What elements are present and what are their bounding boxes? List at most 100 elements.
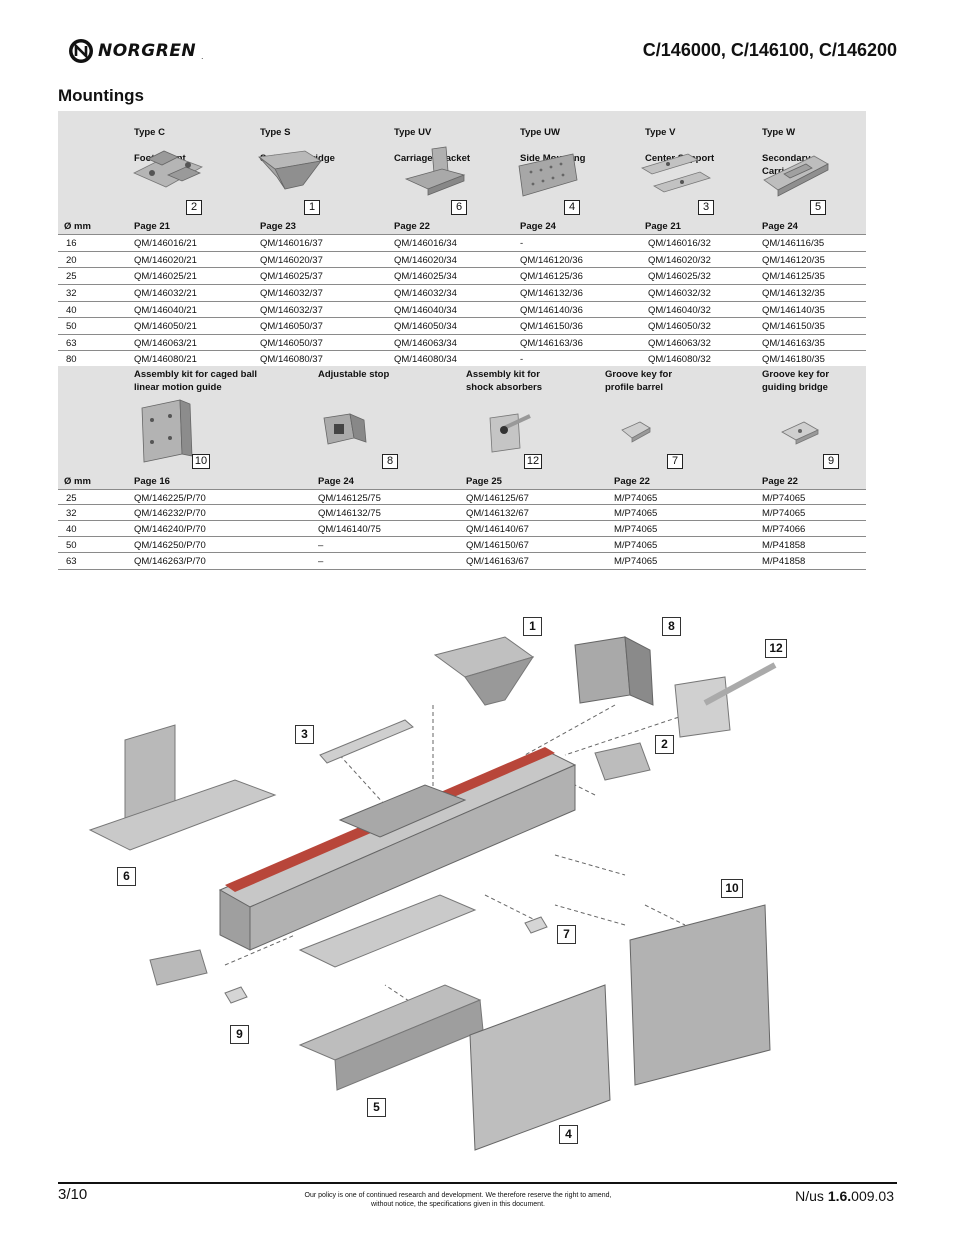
dim-cell: 63 (66, 338, 77, 349)
dim-cell: 40 (66, 524, 77, 535)
part-number: QM/146132/35 (762, 288, 825, 299)
part-number: QM/146050/37 (260, 321, 323, 332)
part-number: QM/146180/35 (762, 354, 825, 365)
callout-1: 1 (523, 617, 542, 636)
callout-12: 12 (765, 639, 787, 658)
col-type: Type UW (520, 127, 560, 138)
part-number: QM/146250/P/70 (134, 540, 206, 551)
dim-cell: 20 (66, 255, 77, 266)
dim-cell: 63 (66, 556, 77, 567)
part-number: QM/146063/21 (134, 338, 197, 349)
part-number: QM/146132/36 (520, 288, 583, 299)
part-number: QM/146080/37 (260, 354, 323, 365)
ref-badge: 12 (524, 454, 542, 469)
table-row: 20 QM/146020/21 QM/146020/37 QM/146020/3… (58, 251, 866, 268)
part-number: QM/146240/P/70 (134, 524, 206, 535)
dim-cell: 25 (66, 493, 77, 504)
col-type: Type UV (394, 127, 432, 138)
dim-label: Ø mm (64, 476, 91, 487)
dim-cell: 25 (66, 271, 77, 282)
ref-badge: 6 (451, 200, 467, 215)
dim-cell: 32 (66, 288, 77, 299)
swinging-bridge-thumbnail (257, 150, 323, 190)
part-number: QM/146140/75 (318, 524, 381, 535)
table-row: 40 QM/146040/21 QM/146032/37 QM/146040/3… (58, 301, 866, 318)
part-number: QM/146132/75 (318, 508, 381, 519)
part-number: QM/146040/21 (134, 305, 197, 316)
part-number: QM/146025/32 (648, 271, 711, 282)
part-number: M/P74065 (614, 493, 658, 504)
part-number: QM/146120/36 (520, 255, 583, 266)
page-ref: Page 22 (762, 476, 798, 487)
callout-2: 2 (655, 735, 674, 754)
part-number: QM/146016/34 (394, 238, 457, 249)
exploded-assembly-illustration: 1 8 12 3 2 6 10 7 9 5 4 (85, 605, 787, 1165)
part-number: QM/146163/67 (466, 556, 529, 567)
part-number: QM/146125/35 (762, 271, 825, 282)
table-row: 32 QM/146232/P/70 QM/146132/75 QM/146132… (58, 504, 866, 520)
brand-suffix: . (201, 51, 204, 61)
doc-ref-bold: 1.6. (827, 1188, 852, 1204)
footer-divider (58, 1182, 897, 1184)
part-number: QM/146120/35 (762, 255, 825, 266)
ref-badge: 7 (667, 454, 683, 469)
part-number: QM/146020/32 (648, 255, 711, 266)
caged-ball-kit-thumbnail (141, 399, 193, 463)
part-number: - (520, 238, 524, 249)
part-number: QM/146020/34 (394, 255, 457, 266)
ref-badge: 3 (698, 200, 714, 215)
part-number: M/P74065 (762, 493, 806, 504)
ref-badge: 9 (823, 454, 839, 469)
table2-col-shock-absorbers-header: Assembly kit for shock absorbers (466, 369, 543, 393)
part-number: QM/146125/75 (318, 493, 381, 504)
table2-col-groove-key-bridge-header: Groove key for guiding bridge (762, 369, 830, 393)
page-ref: Page 25 (466, 476, 502, 487)
part-number: QM/146116/35 (762, 238, 825, 249)
table-row: 63 QM/146063/21 QM/146050/37 QM/146063/3… (58, 334, 866, 351)
callout-3: 3 (295, 725, 314, 744)
part-number: M/P41858 (762, 540, 806, 551)
ref-badge: 1 (304, 200, 320, 215)
exploded-assembly-drawing (88, 636, 777, 1151)
part-number: QM/146050/37 (260, 338, 323, 349)
part-number: QM/146050/21 (134, 321, 197, 332)
dim-cell: 50 (66, 321, 77, 332)
ref-badge: 2 (186, 200, 202, 215)
part-number: QM/146063/34 (394, 338, 457, 349)
table-row: 50 QM/146050/21 QM/146050/37 QM/146050/3… (58, 317, 866, 334)
part-number: QM/146050/34 (394, 321, 457, 332)
ref-badge: 5 (810, 200, 826, 215)
page-ref: Page 21 (645, 221, 681, 232)
side-mounting-plate-thumbnail (518, 153, 578, 197)
table-row: 50 QM/146250/P/70 – QM/146150/67 M/P7406… (58, 536, 866, 552)
adjustable-stop-thumbnail (323, 413, 367, 445)
page-ref: Page 24 (318, 476, 354, 487)
part-number: QM/146020/21 (134, 255, 197, 266)
table-row: 16 QM/146016/21 QM/146016/37 QM/146016/3… (58, 234, 866, 251)
groove-key-bridge-thumbnail (781, 421, 819, 445)
part-number: QM/146140/36 (520, 305, 583, 316)
shock-absorber-kit-thumbnail (489, 413, 531, 453)
dim-cell: 80 (66, 354, 77, 365)
page-number: 3/10 (58, 1186, 88, 1203)
part-number: QM/146163/36 (520, 338, 583, 349)
part-number: M/P74065 (614, 556, 658, 567)
part-number: – (318, 556, 324, 567)
secondary-carriage-thumbnail (763, 155, 829, 197)
page-ref: Page 24 (520, 221, 556, 232)
col-type: Type W (762, 127, 796, 138)
col-type: Type C (134, 127, 165, 138)
callout-9: 9 (230, 1025, 249, 1044)
groove-key-barrel-thumbnail (621, 421, 651, 443)
page-ref: Page 22 (614, 476, 650, 487)
part-number: QM/146032/21 (134, 288, 197, 299)
part-number: QM/146080/21 (134, 354, 197, 365)
part-number: QM/146025/21 (134, 271, 197, 282)
norgren-logo-icon (69, 39, 93, 63)
part-number: QM/146025/34 (394, 271, 457, 282)
col-name: Carriage Bracket (394, 153, 471, 164)
table2-col-groove-key-barrel-header: Groove key for profile barrel (605, 369, 673, 393)
part-number: QM/146232/P/70 (134, 508, 206, 519)
callout-8: 8 (662, 617, 681, 636)
table-row: 25 QM/146225/P/70 QM/146125/75 QM/146125… (58, 489, 866, 505)
